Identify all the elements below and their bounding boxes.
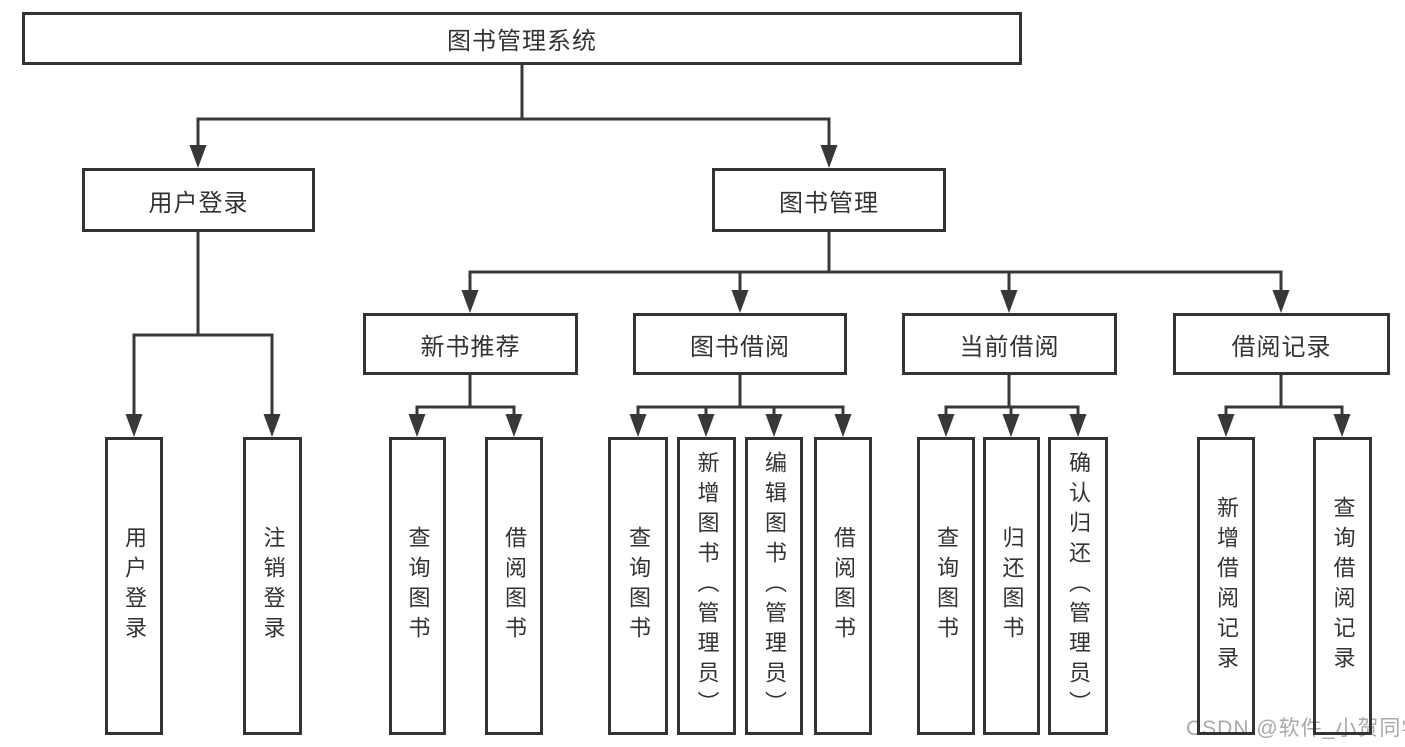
node-leaf-borrow-book-1: 借阅图书 bbox=[485, 437, 543, 735]
node-book-borrow: 图书借阅 bbox=[633, 313, 847, 375]
node-leaf-borrow-book-2: 借阅图书 bbox=[814, 437, 872, 735]
node-leaf-confirm-return-admin: 确认归还（管理员） bbox=[1048, 437, 1108, 735]
node-leaf-edit-book-admin: 编辑图书（管理员） bbox=[745, 437, 803, 735]
node-leaf-query-borrow-record: 查询借阅记录 bbox=[1313, 437, 1372, 735]
node-leaf-query-book-1: 查询图书 bbox=[389, 437, 446, 735]
node-borrow-records: 借阅记录 bbox=[1173, 313, 1390, 375]
node-leaf-user-login: 用户登录 bbox=[105, 437, 163, 735]
node-current-borrow: 当前借阅 bbox=[902, 313, 1117, 375]
node-leaf-logout: 注销登录 bbox=[243, 437, 302, 735]
node-book-management: 图书管理 bbox=[712, 168, 946, 232]
node-leaf-query-book-2: 查询图书 bbox=[608, 437, 668, 735]
node-new-book-recommend: 新书推荐 bbox=[363, 313, 578, 375]
node-leaf-add-book-admin: 新增图书（管理员） bbox=[677, 437, 736, 735]
node-leaf-add-borrow-record: 新增借阅记录 bbox=[1197, 437, 1255, 735]
node-user-login: 用户登录 bbox=[82, 168, 315, 232]
node-leaf-query-book-3: 查询图书 bbox=[917, 437, 975, 735]
node-root: 图书管理系统 bbox=[22, 12, 1022, 65]
node-leaf-return-book: 归还图书 bbox=[983, 437, 1040, 735]
